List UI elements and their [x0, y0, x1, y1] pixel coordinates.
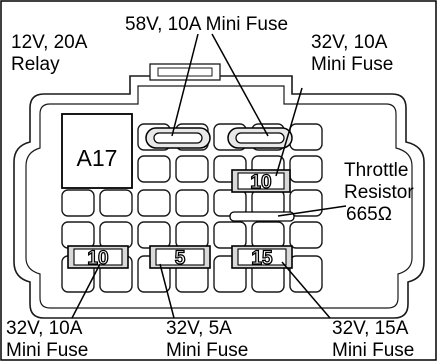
fuse-top-right: 10 [231, 169, 291, 194]
top-mini-fuse-label: 58V, 10A Mini Fuse [125, 14, 288, 35]
labels: 12V, 20A Relay 58V, 10A Mini Fuse 32V, 1… [6, 14, 414, 361]
throttle-resistor-label-line1: Throttle [344, 160, 408, 181]
fuse-bottom-right: 15 [231, 245, 293, 270]
bottom-left-fuse-label-line2: Mini Fuse [6, 340, 88, 361]
fuse-bottom-left-value: 10 [87, 248, 108, 269]
throttle-resistor-label-line2: Resistor [344, 182, 414, 203]
fuse-bottom-right-value: 15 [251, 248, 273, 269]
top-right-fuse-label-line2: Mini Fuse [311, 54, 393, 75]
fuse-bottom-left: 10 [67, 245, 129, 270]
bottom-right-fuse-label-line2: Mini Fuse [332, 340, 414, 361]
throttle-resistor-label-line3: 665Ω [346, 204, 392, 225]
relay-id: A17 [77, 145, 118, 171]
top-mini-fuse-right [227, 127, 293, 149]
relay-spec-line1: 12V, 20A [11, 32, 88, 53]
bottom-left-fuse-label-line1: 32V, 10A [6, 318, 83, 339]
top-right-fuse-label-line1: 32V, 10A [311, 32, 388, 53]
fuse-top-right-value: 10 [250, 172, 271, 193]
fuse-bottom-middle: 5 [149, 245, 211, 270]
throttle-resistor [229, 211, 295, 222]
leader-lines [71, 33, 347, 319]
relay-a17: A17 [61, 113, 133, 189]
bottom-right-fuse-label-line1: 32V, 15A [332, 318, 409, 339]
top-mini-fuse-left [145, 127, 211, 149]
bottom-middle-fuse-label-line2: Mini Fuse [166, 340, 248, 361]
bottom-middle-fuse-label-line1: 32V, 5A [166, 318, 232, 339]
fuse-bottom-middle-value: 5 [175, 248, 186, 269]
relay-spec-line2: Relay [11, 54, 60, 75]
